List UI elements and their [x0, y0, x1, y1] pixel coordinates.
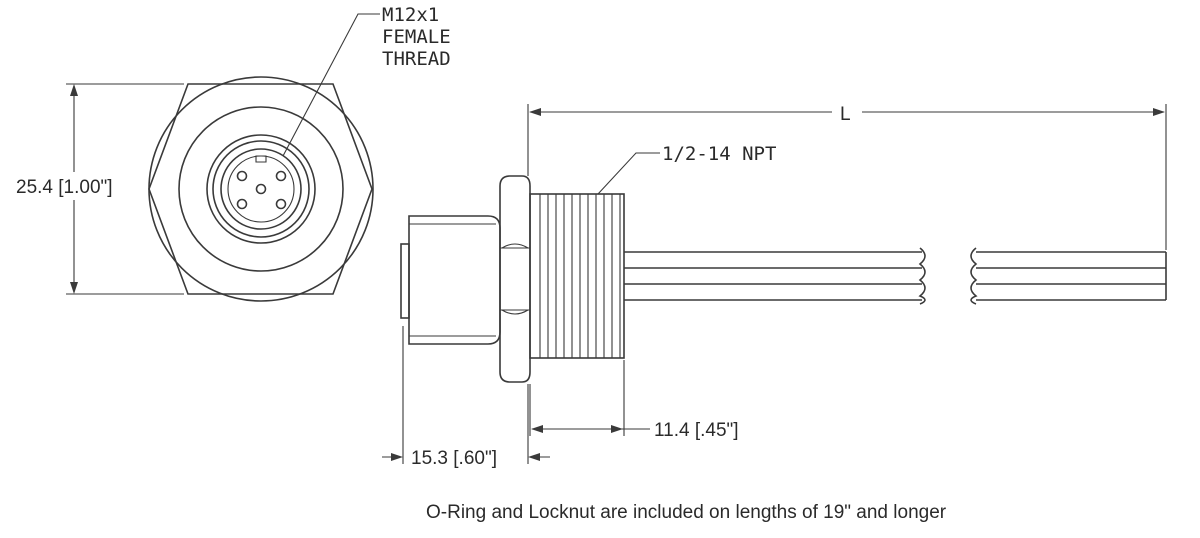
npt-callout: 1/2-14 NPT [662, 143, 776, 165]
hex-height-dimension: 25.4 [1.00"] [16, 177, 113, 198]
hex-flange [499, 175, 531, 383]
pin-hole [236, 170, 248, 182]
thread-leader [282, 13, 380, 157]
thread-outer-circle [206, 134, 316, 244]
cable-wires [624, 247, 1167, 305]
thread-inner-circle [212, 140, 310, 238]
break-mark-right [970, 247, 978, 305]
body-circle [178, 106, 344, 272]
arrow-L-left [529, 108, 541, 116]
pin-hole [236, 198, 248, 210]
receptacle-body [408, 215, 501, 345]
thread-length-dimension: 11.4 [.45"] [654, 420, 739, 441]
arrow-L-right [1153, 108, 1165, 116]
arrow-thread-left [531, 425, 543, 433]
front-cap [400, 243, 410, 319]
arrow-up [70, 84, 78, 96]
socket-insert-circle [227, 155, 295, 223]
arrow-body-left [391, 453, 403, 461]
length-dimension-label: L [840, 104, 851, 125]
npt-leader [597, 152, 660, 195]
pin-holes [236, 155, 287, 210]
socket-circle [220, 148, 302, 230]
thread-callout-line3: THREAD [382, 48, 451, 70]
pin-hole [255, 183, 267, 195]
footer-note: O-Ring and Locknut are included on lengt… [426, 502, 947, 523]
thread-callout-line1: M12x1 [382, 4, 439, 26]
pin-hole [275, 198, 287, 210]
hex-outline [148, 83, 373, 295]
arrow-thread-right [611, 425, 623, 433]
thread-body [529, 193, 625, 359]
body-length-dimension: 15.3 [.60"] [411, 448, 497, 469]
coding-key [255, 155, 267, 163]
side-view: 1/2-14 NPT L 11.4 [.45"] 15.3 [.60"] [382, 104, 1167, 469]
pin-hole [275, 170, 287, 182]
front-view: M12x1 FEMALE THREAD 25.4 [1.00"] [14, 4, 451, 302]
thread-callout-line2: FEMALE [382, 26, 451, 48]
arrow-down [70, 282, 78, 294]
thread-lines [539, 194, 621, 358]
hex-chamfer-circle [148, 76, 374, 302]
flange-curve [501, 309, 529, 315]
arrow-body-right [528, 453, 540, 461]
break-mark-left [918, 247, 926, 305]
flange-curve [501, 243, 529, 249]
